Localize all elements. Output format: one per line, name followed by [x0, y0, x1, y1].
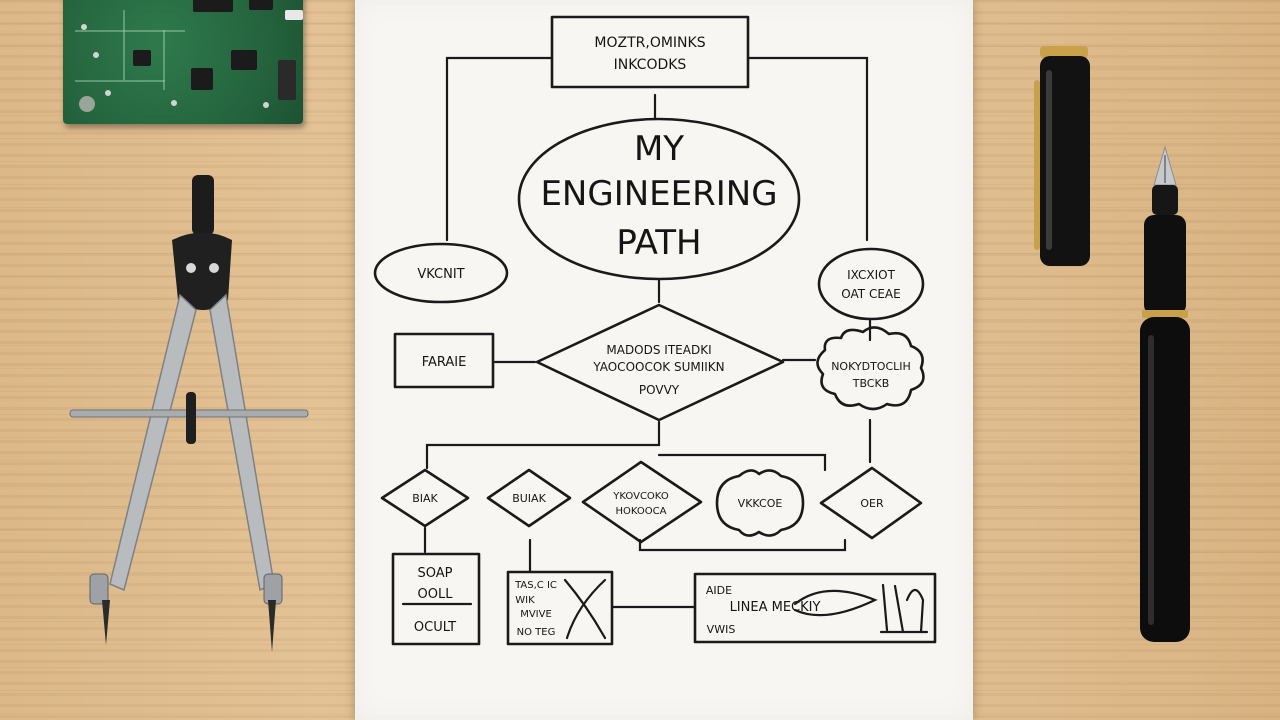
compass-divider-icon — [69, 175, 309, 652]
top-box-line-1: MOZTR,OMINKS — [594, 35, 705, 51]
diamond-line-3: POVVY — [639, 383, 680, 397]
row-shape-1-text: BIAK — [412, 492, 438, 505]
row-shape-2-text: BUIAK — [512, 492, 546, 505]
box-a-line-1: SOAP — [418, 566, 453, 581]
fountain-pen-icon — [1140, 145, 1190, 642]
box-a-line-3: OCULT — [414, 620, 456, 635]
paper-sheet: MOZTR,OMINKS INKCODKS MY ENGINEERING PAT… — [355, 0, 973, 720]
left-oval-text: VKCNIT — [417, 267, 464, 282]
row-shape-3-line-1: YKOVCOKO — [612, 491, 669, 502]
box-b-line-3: MVIVE — [520, 609, 552, 620]
right-oval-line-1: IXCXIOT — [847, 268, 895, 282]
diamond-line-2: YAOCOOCOK SUMIIKN — [592, 360, 724, 374]
pen-cap-icon — [1034, 46, 1090, 266]
cloud-line-2: TBCKB — [852, 377, 890, 390]
box-a-line-2: OOLL — [418, 587, 454, 602]
box-c-line-2: LINEA MECKIY — [730, 600, 821, 615]
cloud-line-1: NOKYDTOCLIH — [831, 360, 911, 373]
engineering-flowchart: MOZTR,OMINKS INKCODKS MY ENGINEERING PAT… — [373, 15, 937, 646]
diamond-line-1: MADODS ITEADKI — [606, 343, 711, 357]
box-b-line-1: TAS,C IC — [514, 580, 557, 591]
row-shape-4-text: VKKCOE — [738, 497, 783, 510]
left-box-text: FARAIE — [422, 355, 467, 370]
circuit-board-icon — [63, 0, 303, 124]
box-b-line-2: WIK — [515, 595, 535, 606]
row-shape-5-text: OER — [860, 497, 884, 510]
right-oval-line-2: OAT CEAE — [841, 287, 900, 301]
title-line-path: PATH — [616, 223, 701, 263]
top-box-line-2: INKCODKS — [614, 57, 687, 73]
box-b-line-4: NO TEG — [517, 627, 556, 638]
box-c-line-3: VWIS — [707, 623, 736, 636]
title-line-engineering: ENGINEERING — [540, 174, 777, 214]
box-c-line-1: AIDE — [706, 584, 732, 597]
title-line-my: MY — [634, 129, 684, 169]
row-shape-3-line-2: HOKOOCA — [616, 506, 667, 517]
